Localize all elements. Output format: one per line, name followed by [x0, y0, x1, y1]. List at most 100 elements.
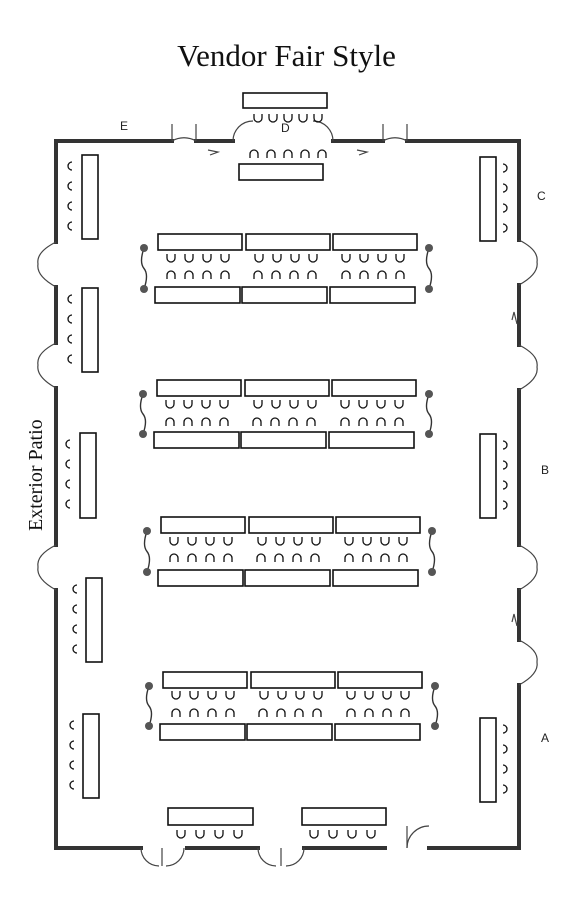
- vendor-table: [159, 723, 246, 741]
- chairs: [65, 114, 508, 839]
- vendor-table: [244, 379, 330, 397]
- chair: [165, 417, 175, 426]
- chair: [184, 270, 194, 279]
- chair: [266, 149, 276, 158]
- chair: [398, 553, 408, 562]
- chair: [344, 537, 354, 546]
- chair: [205, 537, 215, 546]
- chair: [165, 400, 175, 409]
- chair: [257, 537, 267, 546]
- chair: [366, 830, 376, 839]
- vendor-table: [241, 286, 328, 304]
- chair: [65, 439, 71, 449]
- door-label-a: A: [541, 731, 549, 745]
- chair: [274, 553, 284, 562]
- door-label-c: C: [537, 189, 546, 203]
- chair: [502, 724, 508, 734]
- chair: [317, 149, 327, 158]
- chair: [377, 254, 387, 263]
- vendor-table: [162, 671, 248, 689]
- chair: [276, 708, 286, 717]
- vendor-table: [156, 379, 242, 397]
- chair: [359, 254, 369, 263]
- vendor-table: [337, 671, 423, 689]
- vendor-table: [242, 92, 328, 109]
- stanchion-rope: [139, 390, 147, 438]
- chair: [259, 691, 269, 700]
- chair: [344, 553, 354, 562]
- chair: [394, 417, 404, 426]
- chair: [380, 537, 390, 546]
- chair: [341, 270, 351, 279]
- chair: [69, 760, 75, 770]
- chair: [502, 163, 508, 173]
- chair: [65, 459, 71, 469]
- chair: [166, 254, 176, 263]
- chair: [225, 708, 235, 717]
- vendor-table: [332, 233, 418, 251]
- chair: [207, 691, 217, 700]
- vendor-table: [85, 577, 103, 663]
- chair: [67, 354, 73, 364]
- chair: [67, 221, 73, 231]
- chair: [67, 294, 73, 304]
- chair: [270, 417, 280, 426]
- chair: [258, 708, 268, 717]
- chair: [254, 254, 264, 263]
- chair: [380, 553, 390, 562]
- door-label-d: D: [281, 121, 290, 135]
- chair: [313, 114, 323, 123]
- chair: [225, 691, 235, 700]
- vendor-table: [246, 723, 333, 741]
- chair: [395, 270, 405, 279]
- chair: [72, 604, 78, 614]
- chair: [171, 691, 181, 700]
- stanchion-rope: [425, 244, 433, 293]
- chair: [67, 181, 73, 191]
- chair: [219, 400, 229, 409]
- chair: [220, 254, 230, 263]
- chair: [69, 740, 75, 750]
- chair: [65, 479, 71, 489]
- vendor-table: [240, 431, 327, 449]
- walls: [54, 139, 521, 850]
- chair: [183, 417, 193, 426]
- chair: [300, 149, 310, 158]
- chair: [362, 553, 372, 562]
- chair: [377, 270, 387, 279]
- door-label-b: B: [541, 463, 549, 477]
- chair: [233, 830, 243, 839]
- chair: [249, 149, 259, 158]
- chair: [502, 784, 508, 794]
- vendor-table: [157, 569, 244, 587]
- chair: [187, 553, 197, 562]
- chair: [395, 254, 405, 263]
- chair: [271, 400, 281, 409]
- chair: [502, 223, 508, 233]
- chair: [290, 254, 300, 263]
- chair: [362, 537, 372, 546]
- chair: [169, 553, 179, 562]
- chair: [256, 553, 266, 562]
- chair: [310, 553, 320, 562]
- vendor-table: [82, 713, 100, 799]
- vendor-table: [250, 671, 336, 689]
- chair: [195, 830, 205, 839]
- chair: [502, 764, 508, 774]
- chair: [69, 780, 75, 790]
- doors: [37, 120, 538, 867]
- chair: [400, 691, 410, 700]
- chair: [347, 830, 357, 839]
- chair: [382, 691, 392, 700]
- stanchions: [139, 244, 439, 730]
- vendor-table: [479, 717, 497, 803]
- stanchion-rope: [145, 682, 153, 730]
- chair: [219, 417, 229, 426]
- vendor-table: [79, 432, 97, 519]
- vendor-table: [329, 286, 416, 304]
- chair: [376, 400, 386, 409]
- vendor-table: [238, 163, 324, 181]
- chair: [307, 270, 317, 279]
- chair: [205, 553, 215, 562]
